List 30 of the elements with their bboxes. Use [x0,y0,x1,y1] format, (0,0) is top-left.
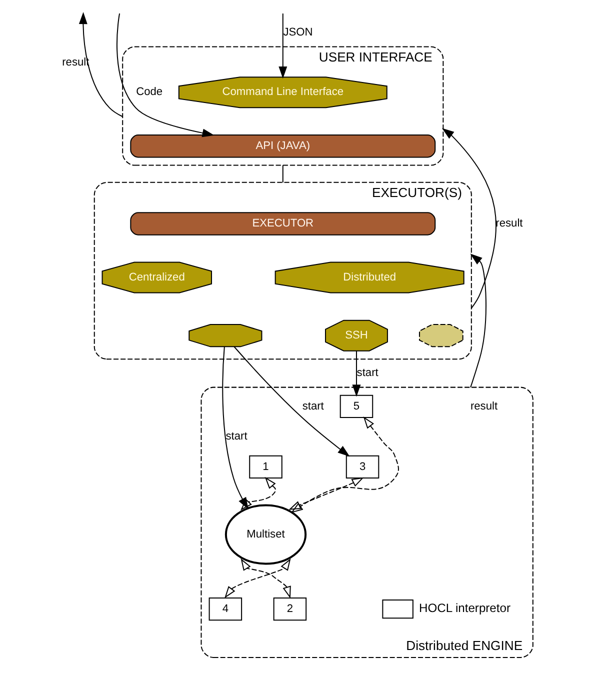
edge-label: result [470,400,498,412]
arrow [240,558,291,598]
connector [282,165,284,182]
node-box: EXECUTOR [130,212,436,236]
node-ellipse: Multiset [224,504,307,565]
arrow [240,476,276,510]
node-box: 2 [273,598,307,621]
edge-label: start [356,367,378,380]
node-octagon [188,324,262,348]
node-box: API (JAVA) [130,134,436,158]
node-octagon [418,324,464,348]
arrow [352,350,361,397]
edge-label: start [226,430,248,443]
legend-label: HOCL interpretor [418,601,510,616]
node-box: 5 [340,394,374,418]
arrow [224,558,291,598]
arrow [116,13,214,138]
arrow [470,254,486,388]
arrow [290,416,399,514]
node-box: 3 [346,455,380,479]
edge-label: start [302,400,324,412]
arrow [78,12,123,118]
arrow [278,14,288,79]
arrow [234,346,350,457]
edge-label: Code [136,86,163,98]
node-box: 4 [208,598,242,621]
arrow [288,477,364,510]
arrow [442,128,496,308]
edge-label: JSON [283,26,313,38]
node-box: 1 [249,455,282,479]
